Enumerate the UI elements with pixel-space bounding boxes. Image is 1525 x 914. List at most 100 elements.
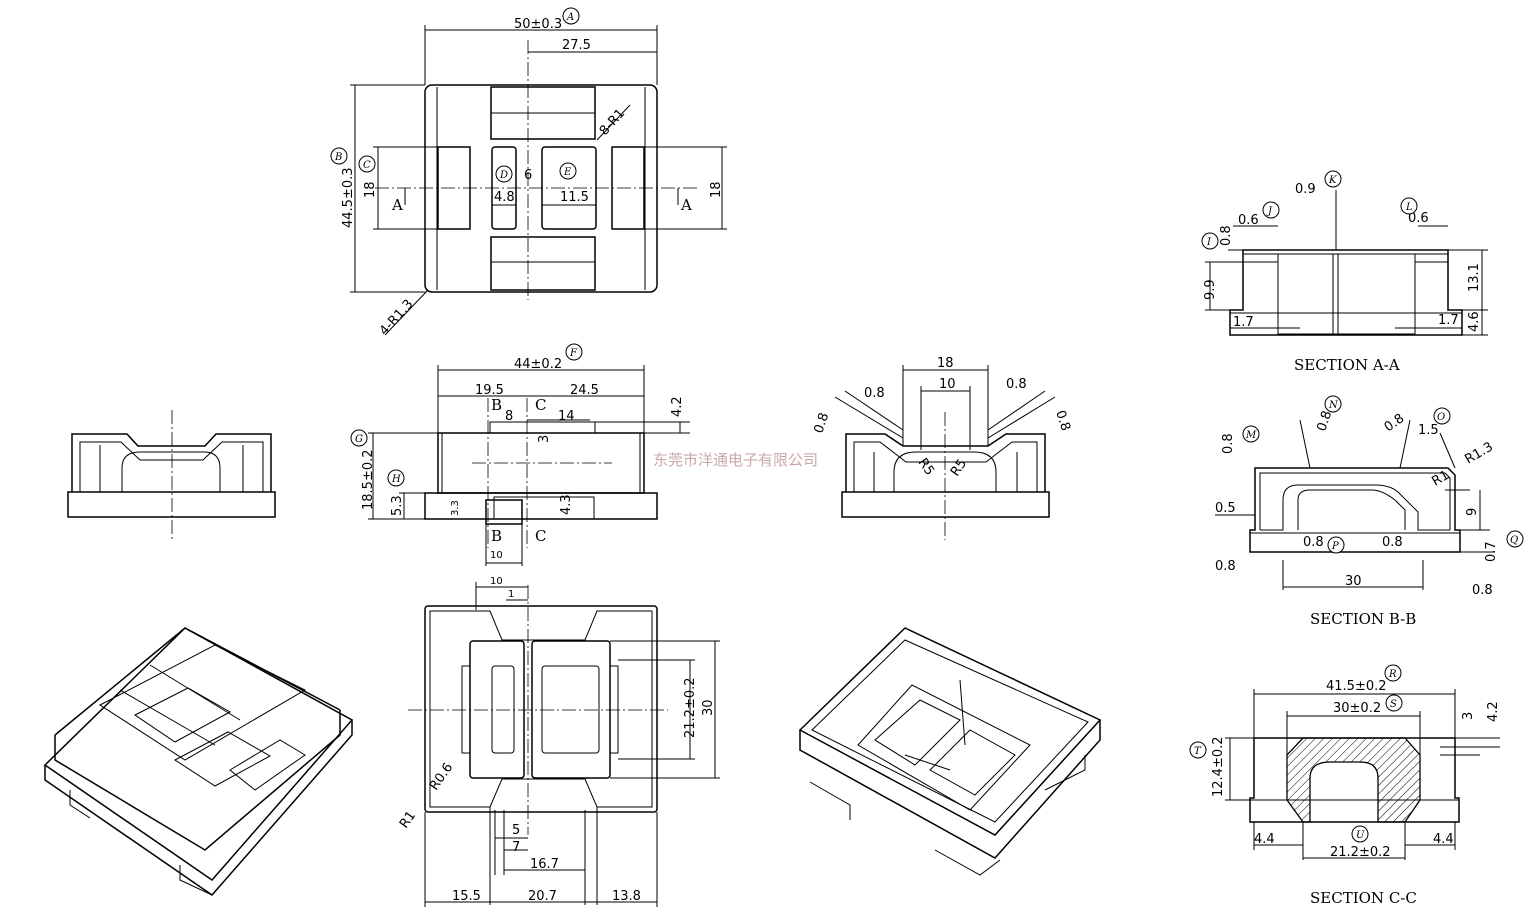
dim-front-right: 24.5 [570, 383, 599, 398]
svg-text:M: M [1245, 430, 1257, 441]
dim-front-left: 19.5 [475, 383, 504, 398]
dim-front-8: 8 [505, 409, 513, 424]
dim-aa-06-right: 0.6 [1408, 211, 1429, 226]
dim-cc-42: 4.2 [1486, 701, 1501, 722]
isometric-view-right [798, 627, 1102, 876]
left-side-view [67, 410, 276, 540]
section-aa: 0.9 0.6 0.6 0.8 9.9 13.1 4.6 1.7 1.7 SEC… [1203, 182, 1488, 374]
svg-text:D: D [499, 170, 508, 181]
dim-bottom-7: 7 [512, 840, 520, 855]
dim-side-08-a: 0.8 [864, 386, 885, 401]
dim-aa-17-left: 1.7 [1233, 315, 1254, 330]
svg-text:N: N [1328, 400, 1339, 411]
svg-text:B: B [334, 152, 342, 163]
dim-bottom-r06: R0.6 [427, 760, 456, 793]
dim-side-08-c: 0.8 [812, 411, 833, 435]
bottom-view: 10 1 21.2±0.2 30 R0.6 R1 5 7 16.7 15.5 2… [397, 576, 720, 907]
dim-slot: 18 [363, 181, 378, 198]
svg-text:K: K [1328, 175, 1337, 186]
svg-text:C: C [363, 160, 371, 171]
callout-k: K [1324, 170, 1342, 188]
callout-m: M [1242, 425, 1260, 443]
callout-f: F [565, 343, 583, 361]
dim-half: 27.5 [562, 38, 591, 53]
dim-front-base: 5.3 [390, 495, 405, 516]
section-bb: 0.8 0.8 0.8 1.5 R1.3 R1 0.5 9 0.8 0.8 0.… [1215, 409, 1499, 628]
dim-cc-30: 30±0.2 [1333, 701, 1381, 716]
dim-bb-08-e: 0.8 [1382, 535, 1403, 550]
section-bb-title: SECTION B-B [1310, 610, 1416, 628]
dim-bottom-167: 16.7 [530, 857, 559, 872]
svg-text:F: F [569, 348, 578, 359]
callout-a: A [562, 7, 580, 25]
dim-front-43: 4.3 [559, 494, 574, 515]
dim-cc-212: 21.2±0.2 [1330, 845, 1391, 860]
dim-bb-07: 0.7 [1484, 541, 1499, 562]
dim-aa-06-left: 0.6 [1238, 213, 1259, 228]
dim-bb-08-f: 0.8 [1215, 559, 1236, 574]
dim-bb-08-d: 0.8 [1303, 535, 1324, 550]
callout-t: T [1189, 741, 1207, 759]
callout-e: E [559, 162, 577, 180]
dim-bb-15: 1.5 [1418, 423, 1439, 438]
section-cc: 41.5±0.2 30±0.2 3 4.2 12.4±0.2 4.4 4.4 2… [1211, 679, 1501, 907]
callout-p: P [1327, 536, 1345, 554]
dim-aa-09: 0.9 [1295, 182, 1316, 197]
callout-i: I [1201, 232, 1219, 250]
svg-text:J: J [1266, 206, 1273, 217]
svg-text:A: A [566, 12, 574, 23]
dim-bb-05: 0.5 [1215, 501, 1236, 516]
dim-bb-08-b: 0.8 [1315, 409, 1336, 433]
dim-window-right: 11.5 [560, 190, 589, 205]
svg-text:P: P [1331, 541, 1339, 552]
dim-aa-99: 9.9 [1203, 279, 1218, 300]
callout-j: J [1262, 201, 1280, 219]
dim-front-3: 3 [537, 435, 552, 443]
callout-b: B [330, 147, 348, 165]
isometric-view-left [43, 627, 354, 896]
dim-side-r5-a: R5 [915, 456, 937, 479]
front-view: 44±0.2 19.5 24.5 8 14 3 4.2 18.5±0.2 5.3… [361, 357, 690, 566]
dim-window-left: 4.8 [494, 190, 515, 205]
watermark-text: 东莞市洋通电子有限公司 [653, 451, 818, 469]
dim-aa-08: 0.8 [1219, 225, 1234, 246]
dim-front-33: 3.3 [450, 500, 461, 516]
dim-bottom-212: 21.2±0.2 [683, 677, 698, 738]
svg-text:H: H [391, 474, 401, 485]
callout-r: R [1384, 664, 1402, 682]
section-cc-title: SECTION C-C [1310, 889, 1417, 907]
dim-bb-08-g: 0.8 [1472, 583, 1493, 598]
dim-bottom-r1: R1 [397, 809, 419, 832]
dim-bb-9: 9 [1465, 508, 1480, 516]
svg-text:E: E [563, 167, 572, 178]
dim-bottom-138: 13.8 [612, 889, 641, 904]
top-view: 50±0.3 27.5 44.5±0.3 18 18 6 4.8 11.5 8-… [341, 17, 727, 339]
dim-bottom-5: 5 [512, 823, 520, 838]
callout-s: S [1385, 694, 1403, 712]
svg-text:Q: Q [1510, 535, 1518, 546]
svg-text:S: S [1390, 699, 1397, 710]
dim-radius-inner: 8-R1 [597, 106, 628, 139]
svg-text:T: T [1194, 746, 1202, 757]
callout-l: L [1400, 197, 1418, 215]
dim-cc-124: 12.4±0.2 [1211, 736, 1226, 797]
section-aa-title: SECTION A-A [1294, 356, 1400, 374]
cut-c-bottom: C [535, 527, 546, 545]
dim-bottom-1: 1 [508, 589, 514, 600]
callout-d: D [495, 165, 513, 183]
dim-front-width: 44±0.2 [514, 357, 562, 372]
dim-aa-131: 13.1 [1467, 263, 1482, 292]
dim-front-height: 18.5±0.2 [361, 449, 376, 510]
callout-g: G [350, 429, 368, 447]
dim-bb-30: 30 [1345, 574, 1362, 589]
dim-bb-08-c: 0.8 [1382, 411, 1408, 435]
cut-label-right: A [680, 196, 692, 214]
callout-o: O [1433, 407, 1451, 425]
dim-bb-r13: R1.3 [1463, 440, 1496, 468]
cut-c-top: C [535, 396, 546, 414]
dim-bottom-155: 15.5 [452, 889, 481, 904]
dim-cc-415: 41.5±0.2 [1326, 679, 1387, 694]
svg-text:L: L [1405, 202, 1413, 213]
right-side-view: 18 10 0.8 0.8 0.8 0.8 R5 R5 [812, 356, 1073, 540]
dim-front-42: 4.2 [670, 396, 685, 417]
